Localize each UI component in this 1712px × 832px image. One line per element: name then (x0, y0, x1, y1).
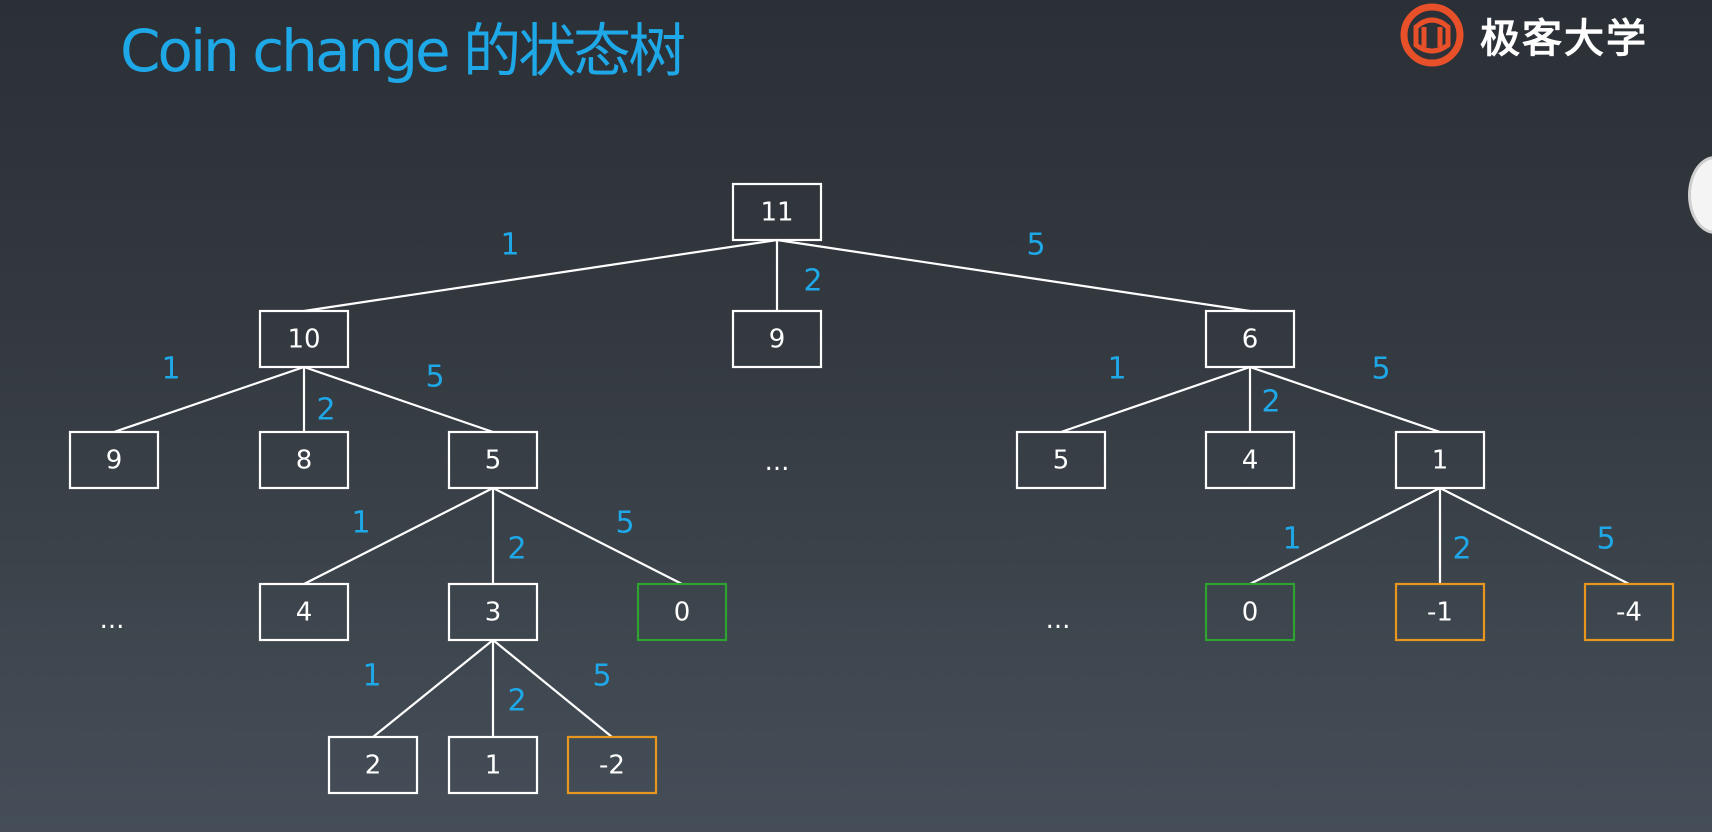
tree-edge-n11-n6 (776, 238, 1251, 313)
edge-label-coin: 2 (1261, 385, 1280, 420)
tree-node-value: 11 (760, 198, 793, 228)
tree-node-n11: 11 (731, 182, 823, 242)
tree-node-box (636, 582, 728, 642)
tree-ellipsis: ... (765, 447, 790, 477)
tree-node-value: 0 (1242, 598, 1259, 628)
tree-ellipsis: ... (1046, 605, 1071, 635)
tree-node-value: 1 (1432, 446, 1449, 476)
tree-node-n0a: 0 (636, 582, 728, 642)
tree-node-box (1583, 582, 1675, 642)
tree-edge-n1a-nm4 (1439, 487, 1630, 585)
tree-node-box (1394, 430, 1486, 490)
tree-node-box (258, 430, 350, 490)
tree-edge-n11-n10 (303, 238, 778, 313)
tree-node-box (258, 309, 350, 369)
tree-node-n4b: 4 (258, 582, 350, 642)
tree-node-value: 4 (1242, 446, 1259, 476)
tree-node-value: 0 (674, 598, 691, 628)
tree-node-value: 5 (485, 446, 502, 476)
tree-edge-n3-n2 (372, 639, 494, 738)
tree-edge-n3-nm2 (492, 639, 613, 738)
tree-node-box (68, 430, 160, 490)
tree-edge-n6-n5b (1060, 365, 1251, 434)
tree-node-value: 4 (296, 598, 313, 628)
edge-label-coin: 2 (507, 532, 526, 567)
tree-node-n3: 3 (447, 582, 539, 642)
edge-label-coin: 1 (500, 228, 519, 263)
brand-name: 极客大学 (1480, 16, 1648, 62)
tree-node-n1b: 1 (447, 735, 539, 795)
tree-node-n5a: 5 (447, 430, 539, 490)
brand: 极客大学 (1396, 0, 1648, 70)
tree-node-box (447, 430, 539, 490)
edge-label-coin: 1 (1282, 522, 1301, 557)
tree-node-n9a: 9 (731, 309, 823, 369)
tree-node-box (731, 309, 823, 369)
tree-node-value: -2 (599, 751, 625, 781)
tree-node-nm1: -1 (1394, 582, 1486, 642)
tree-node-n4a: 4 (1204, 430, 1296, 490)
tree-node-n8: 8 (258, 430, 350, 490)
tree-edge-n10-n5a (303, 365, 494, 434)
edge-label-coin: 2 (1452, 532, 1471, 567)
tree-node-n10: 10 (258, 309, 350, 369)
tree-node-box (447, 582, 539, 642)
tree-node-n5b: 5 (1015, 430, 1107, 490)
tree-node-n0b: 0 (1204, 582, 1296, 642)
tree-ellipsis: ... (100, 605, 125, 635)
page-title: Coin change 的状态树 (120, 17, 686, 85)
edge-label-coin: 5 (615, 506, 634, 541)
edge-label-coin: 5 (425, 360, 444, 395)
tree-node-value: -1 (1427, 598, 1453, 628)
tree-edge-labels: 1 2 5 1 2 5 1 2 5 1 2 5 1 2 5 1 2 5 (161, 228, 1615, 719)
tree-node-n2: 2 (327, 735, 419, 795)
edge-label-coin: 2 (316, 393, 335, 428)
tree-node-value: 6 (1242, 325, 1259, 355)
tree-edge-n10-n9b (113, 365, 305, 434)
tree-node-value: 9 (769, 325, 786, 355)
tree-node-box (1204, 309, 1296, 369)
tree-edge-n5a-n4b (303, 487, 494, 585)
tree-node-nm2: -2 (566, 735, 658, 795)
tree-node-box (327, 735, 419, 795)
edge-label-coin: 1 (362, 659, 381, 694)
edge-label-coin: 5 (592, 659, 611, 694)
edge-label-coin: 5 (1596, 522, 1615, 557)
tree-node-n6: 6 (1204, 309, 1296, 369)
tree-edges (113, 238, 1630, 738)
tree-node-value: 10 (287, 325, 320, 355)
edge-label-coin: 2 (803, 264, 822, 299)
tree-node-box (566, 735, 658, 795)
tree-node-value: 8 (296, 446, 313, 476)
tree-node-box (447, 735, 539, 795)
tree-node-box (731, 182, 823, 242)
tree-edge-n5a-n0a (492, 487, 683, 585)
tree-node-box (1204, 582, 1296, 642)
edge-label-coin: 1 (1107, 352, 1126, 387)
tree-node-value: 1 (485, 751, 502, 781)
tree-ellipses: ......... (100, 447, 1071, 635)
tree-node-box (1204, 430, 1296, 490)
tree-node-value: 9 (106, 446, 123, 476)
tree-node-box (258, 582, 350, 642)
edge-label-coin: 1 (161, 352, 180, 387)
edge-label-coin: 5 (1371, 352, 1390, 387)
tree-edge-n1a-n0b (1249, 487, 1441, 585)
tree-node-n9b: 9 (68, 430, 160, 490)
tree-node-n1a: 1 (1394, 430, 1486, 490)
tree-edge-n6-n1a (1249, 365, 1441, 434)
tree-node-value: 5 (1053, 446, 1070, 476)
tree-node-nm4: -4 (1583, 582, 1675, 642)
tree-node-box (1015, 430, 1107, 490)
tree-node-box (1394, 582, 1486, 642)
tree-node-value: 2 (365, 751, 382, 781)
edge-label-coin: 5 (1026, 228, 1045, 263)
tree-node-value: -4 (1616, 598, 1642, 628)
edge-label-coin: 1 (351, 506, 370, 541)
tree-node-value: 3 (485, 598, 502, 628)
geekbang-logo-icon (1400, 3, 1464, 67)
edge-label-coin: 2 (507, 684, 526, 719)
